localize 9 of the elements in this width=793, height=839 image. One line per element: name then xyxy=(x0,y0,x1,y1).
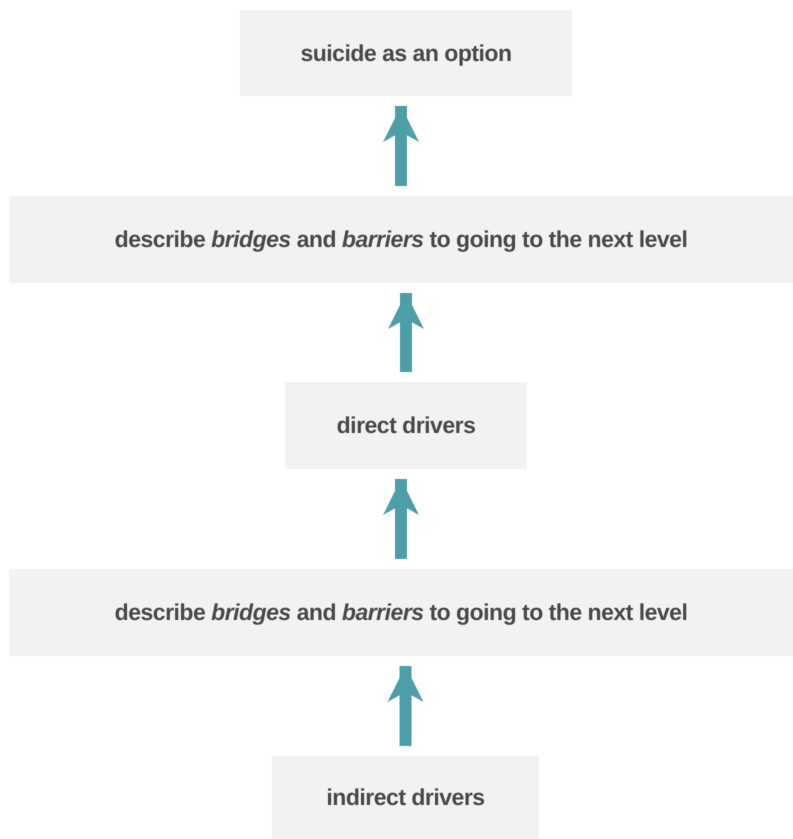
box-label: suicide as an option xyxy=(300,40,512,66)
arrow xyxy=(383,106,419,186)
box-label: direct drivers xyxy=(336,412,476,439)
box-label: describe bridges and barriers to going to the next level xyxy=(114,599,688,626)
arrow xyxy=(383,479,419,559)
arrow xyxy=(388,666,424,746)
arrow xyxy=(388,293,424,372)
box-label: indirect drivers xyxy=(326,784,485,811)
box-label: describe bridges and barriers to going to the next level xyxy=(114,226,688,253)
